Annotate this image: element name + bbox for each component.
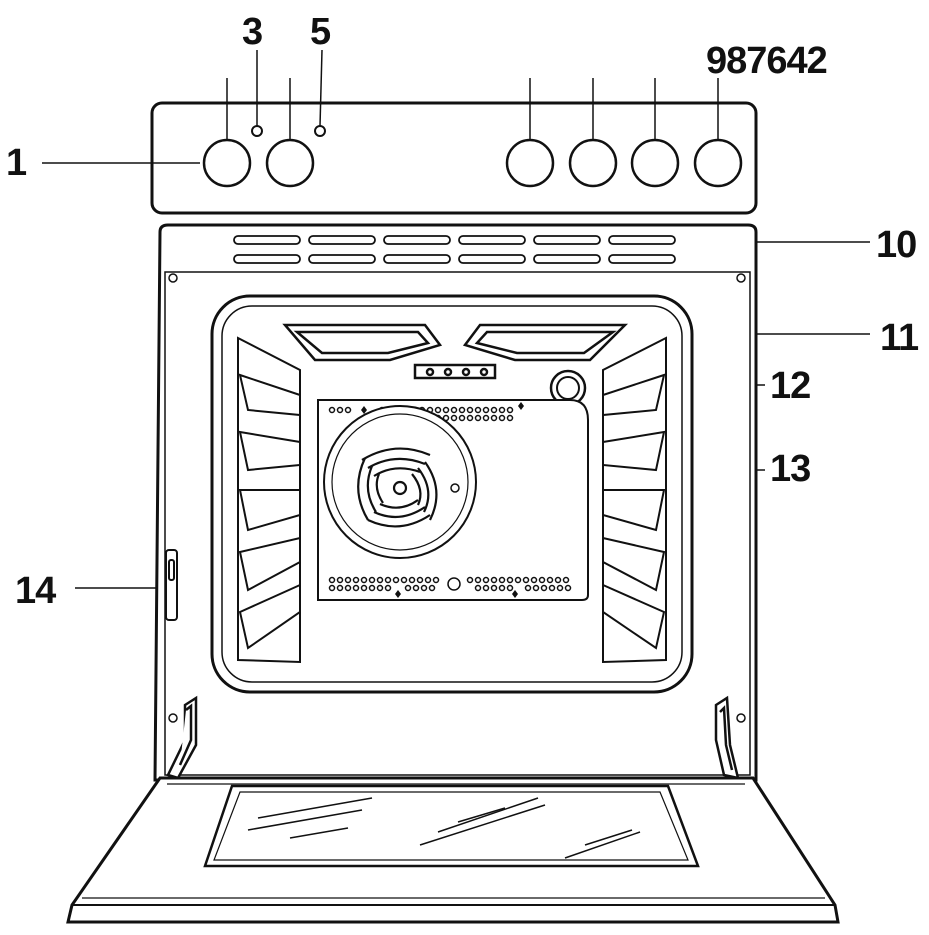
control-panel [150,101,758,215]
indicator-light-3 [251,125,263,137]
callout-12: 12 [770,365,810,407]
grill-heating-element [282,323,629,380]
callout-3: 3 [242,11,262,53]
knob-7 [568,138,618,188]
callout-13: 13 [770,448,810,490]
ventilation-slots [233,235,676,264]
indicator-light-5 [314,125,326,137]
knob-9 [693,138,743,188]
callout-10: 10 [876,224,916,266]
knob-2 [265,138,315,188]
door-switch [165,549,178,621]
callout-11: 11 [880,317,919,359]
door-glass-window [203,784,700,868]
callout-14: 14 [15,570,56,612]
knob-1 [202,138,252,188]
callout-labels: 1 3 5 987642 10 11 12 13 14 [6,11,920,612]
callout-1: 1 [6,142,27,184]
oven-lamp [549,369,587,407]
left-rack-rails [237,336,301,664]
callout-987642: 987642 [706,40,827,82]
right-rack-rails [602,336,667,664]
callout-5: 5 [310,11,331,53]
knob-6 [505,138,555,188]
fan-cover [323,405,477,559]
knob-8 [630,138,680,188]
